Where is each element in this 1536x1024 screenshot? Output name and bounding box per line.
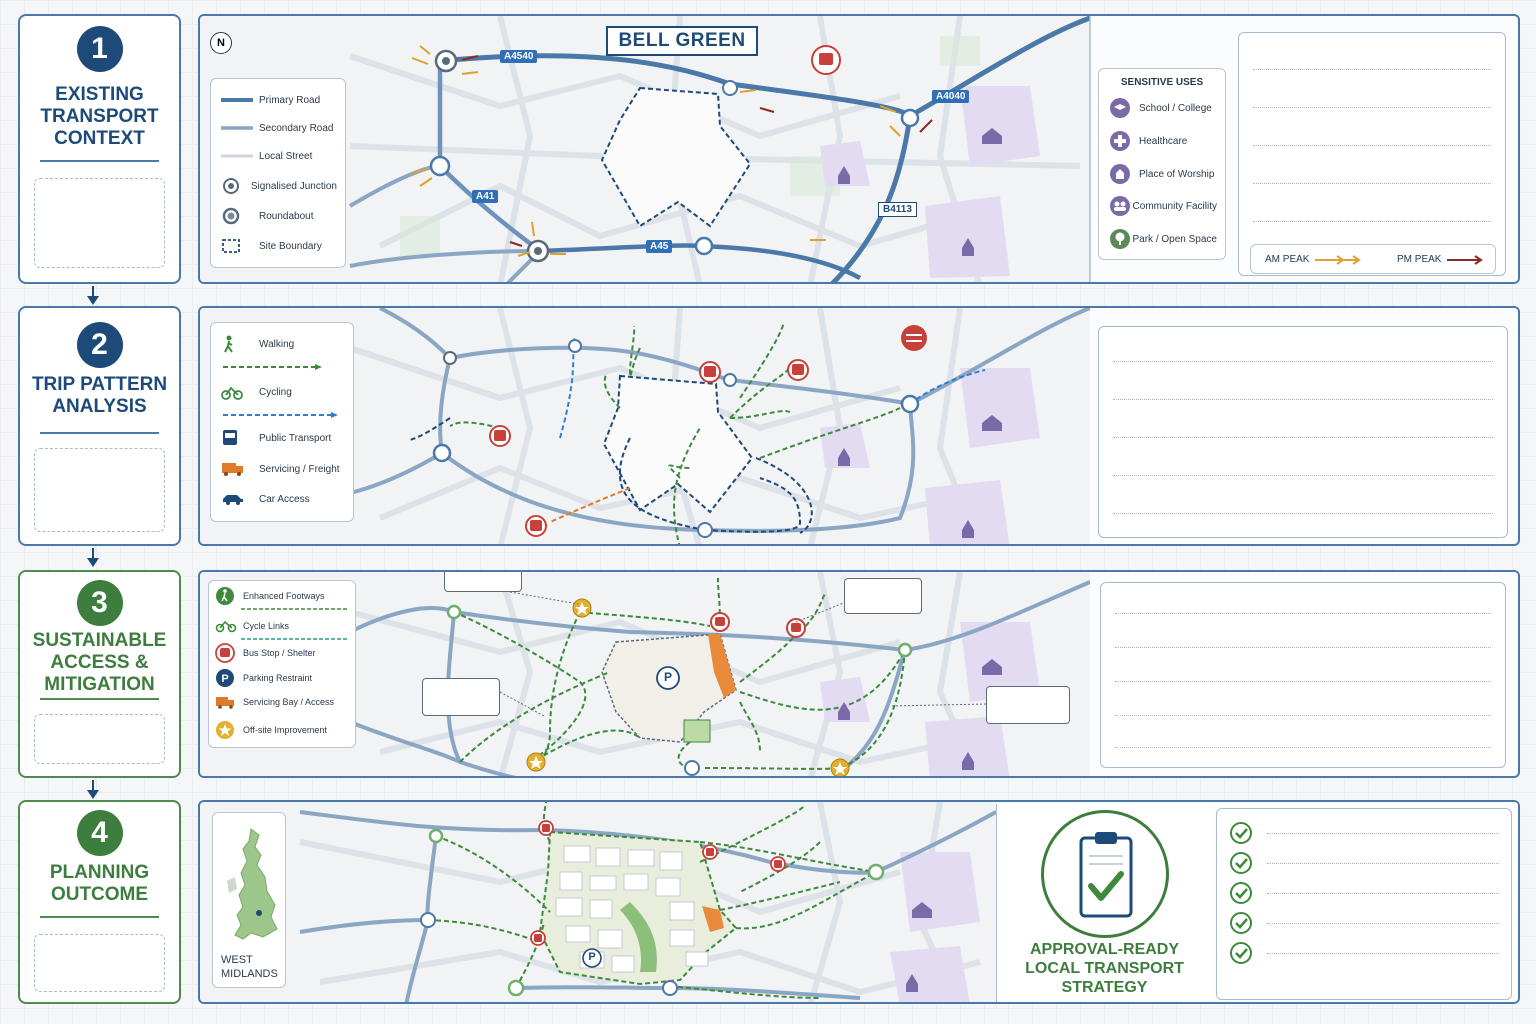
arrow-down-icon (87, 780, 99, 799)
step-number-3: 3 (76, 580, 123, 626)
sensitive-uses-title: SENSITIVE USES (1120, 77, 1204, 88)
community-facility-icon (1109, 195, 1133, 217)
cycle-line-icon (241, 638, 349, 640)
north-arrow-icon: N (210, 32, 232, 54)
checklist-tick-icon (1230, 852, 1252, 874)
school-icon (1109, 97, 1139, 119)
off-site-improvement-icon (215, 720, 243, 740)
step-rule (40, 160, 159, 162)
servicing-bay-icon (215, 695, 243, 709)
uk-map-icon (227, 828, 278, 940)
mitigation-legend: Enhanced Footways Cycle Links Bus Stop /… (208, 580, 356, 748)
step-card-1: 1 EXISTING TRANSPORT CONTEXT (18, 14, 181, 284)
step-number-1: 1 (76, 26, 123, 72)
panel-sustainable-access: P Enhanced Footways Cycle Links Bus Stop… (198, 570, 1520, 778)
signalised-junction-icon (221, 177, 251, 195)
callout-box (444, 572, 522, 592)
public-transport-icon (221, 429, 259, 447)
step-number-4: 4 (76, 810, 123, 856)
notes-card (1098, 326, 1508, 538)
parking-restraint-icon: P (215, 668, 243, 688)
roundabout-icon (221, 207, 259, 225)
primary-road-icon (221, 97, 259, 103)
step-note-box (34, 178, 165, 268)
sensitive-uses-legend: SENSITIVE USES School / College Healthca… (1098, 68, 1226, 260)
road-label-a4040: A4040 (932, 90, 970, 103)
step-note-box (34, 714, 165, 764)
cycle-links-icon (215, 619, 243, 633)
step-rule (40, 432, 159, 434)
callout-box (986, 686, 1070, 724)
enhanced-footways-icon (215, 586, 243, 606)
arrow-down-icon (87, 286, 99, 305)
road-label-b4113: B4113 (878, 202, 917, 217)
step-number-2: 2 (76, 322, 123, 368)
am-peak-label: AM PEAK (1265, 254, 1310, 265)
checklist-tick-icon (1230, 882, 1252, 904)
clipboard-check-icon (1079, 832, 1133, 918)
healthcare-icon (1109, 130, 1139, 152)
notes-card (1100, 582, 1506, 768)
step-note-box (34, 934, 165, 992)
step-card-2: 2 TRIP PATTERN ANALYSIS (18, 306, 181, 546)
place-title: BELL GREEN (606, 26, 758, 56)
panel-planning-outcome: P WEST MIDLANDS APPROVAL-READY LOCAL TRA… (198, 800, 1520, 1004)
road-label-a4540: A4540 (500, 50, 538, 63)
location-inset: WEST MIDLANDS (212, 812, 286, 988)
region-label: WEST MIDLANDS (221, 954, 278, 980)
walking-icon (221, 335, 259, 353)
panel-existing-context: N BELL GREEN A4540 A4040 A41 A45 B4113 P… (198, 14, 1520, 284)
svg-text:P: P (221, 673, 228, 685)
cycling-line-icon (223, 412, 338, 418)
park-icon (1109, 228, 1133, 250)
walking-line-icon (223, 364, 322, 370)
arrow-down-icon (87, 548, 99, 567)
bus-stop-icon (215, 643, 243, 663)
pm-peak-arrow-icon (1447, 255, 1483, 265)
secondary-road-icon (221, 125, 259, 131)
step-card-4: 4 PLANNING OUTCOME (18, 800, 181, 1004)
checklist-card (1216, 808, 1512, 1000)
panel-trip-pattern: Walking Cycling Public Transport Servici… (198, 306, 1520, 546)
road-legend: Primary Road Secondary Road Local Street… (210, 78, 346, 268)
checklist-tick-icon (1230, 822, 1252, 844)
approval-text: APPROVAL-READY LOCAL TRANSPORT STRATEGY (1025, 941, 1184, 996)
parking-symbol: P (663, 670, 672, 684)
step-rule (40, 916, 159, 918)
step-title-2: TRIP PATTERN ANALYSIS (31, 374, 168, 417)
cycling-icon (221, 384, 259, 400)
am-peak-arrow-icon (1315, 255, 1361, 265)
road-label-a45: A45 (646, 240, 673, 253)
step-title-1: EXISTING TRANSPORT CONTEXT (40, 84, 159, 149)
checklist-tick-icon (1230, 942, 1252, 964)
local-street-icon (221, 153, 259, 159)
pm-peak-label: PM PEAK (1397, 254, 1442, 265)
site-boundary-icon (221, 238, 259, 254)
place-of-worship-icon (1109, 163, 1139, 185)
step-rule (40, 698, 159, 700)
notes-card (1238, 32, 1506, 276)
step-title-4: PLANNING OUTCOME (49, 862, 150, 905)
callout-box (422, 678, 500, 716)
servicing-freight-icon (221, 461, 259, 477)
car-access-icon (221, 492, 259, 506)
peak-legend: AM PEAK PM PEAK (1250, 244, 1496, 274)
mode-legend: Walking Cycling Public Transport Servici… (210, 322, 354, 522)
footway-line-icon (241, 608, 349, 610)
approval-badge: APPROVAL-READY LOCAL TRANSPORT STRATEGY (996, 804, 1212, 1002)
step-note-box (34, 448, 165, 532)
step-card-3: 3 SUSTAINABLE ACCESS & MITIGATION (18, 570, 181, 778)
step-title-3: SUSTAINABLE ACCESS & MITIGATION (32, 630, 167, 695)
road-label-a41: A41 (472, 190, 499, 203)
parking-symbol: P (588, 951, 596, 963)
callout-box (844, 578, 922, 614)
checklist-tick-icon (1230, 912, 1252, 934)
